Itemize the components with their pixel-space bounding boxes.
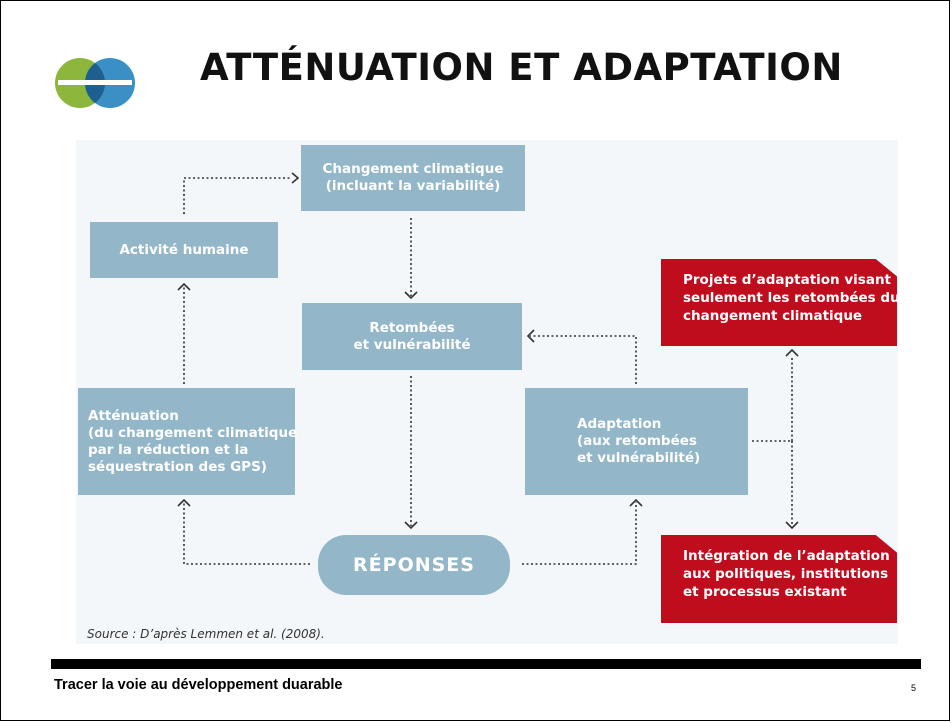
connector-reponses-attenuation <box>183 502 310 565</box>
connector-adaptation-retombees <box>530 335 637 384</box>
red-integration-line-2: aux politiques, institutions <box>683 566 889 582</box>
diagram-source-note: Source : D’après Lemmen et al. (2008). <box>87 627 325 641</box>
box-activite-humaine: Activité humaine <box>90 222 278 278</box>
arrowhead-retombees-left <box>526 329 535 343</box>
arrowhead-adaptation-up <box>629 498 643 507</box>
arrowhead-attenuation-up <box>177 498 191 507</box>
box-reponses-label: RÉPONSES <box>353 553 475 576</box>
box-attenuation-line-4: séquestration des GPS) <box>88 458 267 475</box>
red-integration-line-1: Intégration de l’adaptation <box>683 548 890 564</box>
box-retombees-vulnerabilite: Retombées et vulnérabilité <box>302 303 522 370</box>
footer-bar <box>51 659 921 669</box>
arrowhead-changement <box>291 172 300 184</box>
box-activite-line-1: Activité humaine <box>119 241 249 258</box>
red-box-integration-adaptation: Intégration de l’adaptation aux politiqu… <box>661 535 897 623</box>
box-retombees-line-1: Retombées <box>369 319 455 336</box>
box-changement-climatique: Changement climatique (incluant la varia… <box>301 145 525 211</box>
arrowhead-activite-up <box>177 282 191 291</box>
page-number: 5 <box>911 683 917 693</box>
ee-logo <box>55 58 135 108</box>
box-retombees-line-2: et vulnérabilité <box>353 336 471 353</box>
box-attenuation-line-1: Atténuation <box>88 407 179 424</box>
arrowhead-integration-down <box>785 521 799 530</box>
slide-title: ATTÉNUATION ET ADAPTATION <box>200 46 843 89</box>
arrowhead-reponses-down <box>404 521 418 530</box>
box-adaptation-line-2: (aux retombées <box>577 433 697 449</box>
box-reponses: RÉPONSES <box>318 535 510 595</box>
arrowhead-retombees-down <box>404 291 418 300</box>
connector-activite-changement <box>183 177 292 214</box>
box-adaptation-line-3: et vulnérabilité) <box>577 450 701 466</box>
box-attenuation: Atténuation (du changement climatique pa… <box>78 388 298 495</box>
footer-text: Tracer la voie au développement duarable <box>54 677 343 693</box>
box-adaptation: Adaptation (aux retombées et vulnérabili… <box>525 388 748 495</box>
red-projets-line-1: Projets d’adaptation visant <box>683 272 892 288</box>
red-box-projets-adaptation: Projets d’adaptation visant seulement le… <box>661 259 897 346</box>
box-adaptation-line-1: Adaptation <box>577 416 662 432</box>
box-changement-line-2: (incluant la variabilité) <box>325 178 501 194</box>
connector-reponses-adaptation <box>522 502 637 565</box>
arrowhead-projets-up <box>785 348 799 357</box>
box-changement-line-1: Changement climatique <box>322 161 504 177</box>
red-projets-line-3: changement climatique <box>683 308 863 324</box>
red-integration-line-3: et processus existant <box>683 584 847 600</box>
box-attenuation-line-2: (du changement climatique <box>88 424 298 441</box>
red-projets-line-2: seulement les retombées du <box>683 290 900 306</box>
box-attenuation-line-3: par la réduction et la <box>88 441 249 458</box>
